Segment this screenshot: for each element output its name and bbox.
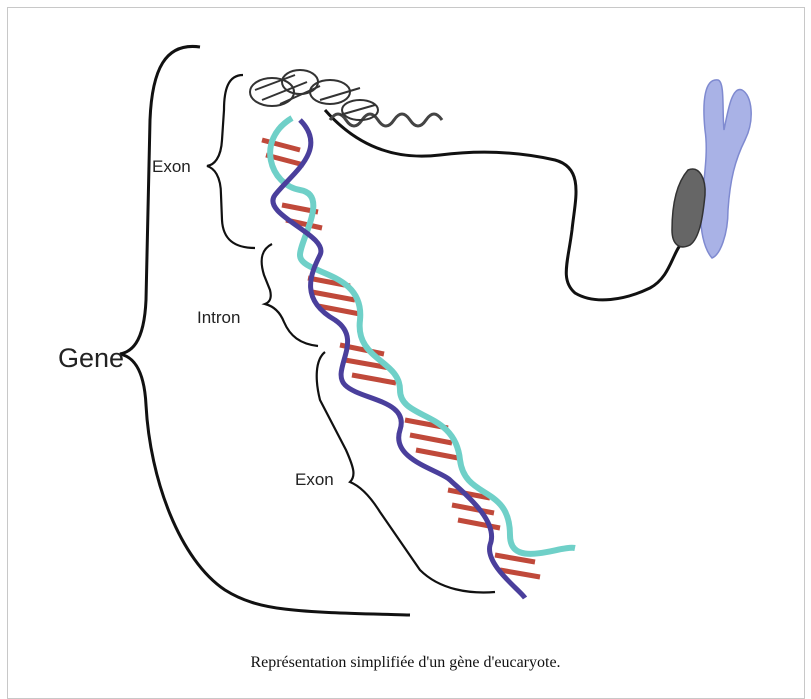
dna-double-helix	[262, 118, 575, 598]
intron-label: Intron	[197, 308, 240, 328]
dna-thread	[325, 110, 685, 300]
gene-brace	[120, 46, 410, 615]
gene-diagram	[0, 0, 811, 640]
exon-top-brace	[207, 75, 255, 248]
exon-bottom-brace	[317, 352, 495, 592]
condensed-dna-top	[250, 70, 378, 120]
figure-caption: Représentation simplifiée d'un gène d'eu…	[0, 654, 811, 672]
exon-bottom-label: Exon	[295, 470, 334, 490]
chromosome	[672, 80, 751, 258]
base-pair-rungs	[262, 140, 540, 577]
exon-top-label: Exon	[152, 157, 191, 177]
gene-label: Gene	[58, 343, 124, 374]
